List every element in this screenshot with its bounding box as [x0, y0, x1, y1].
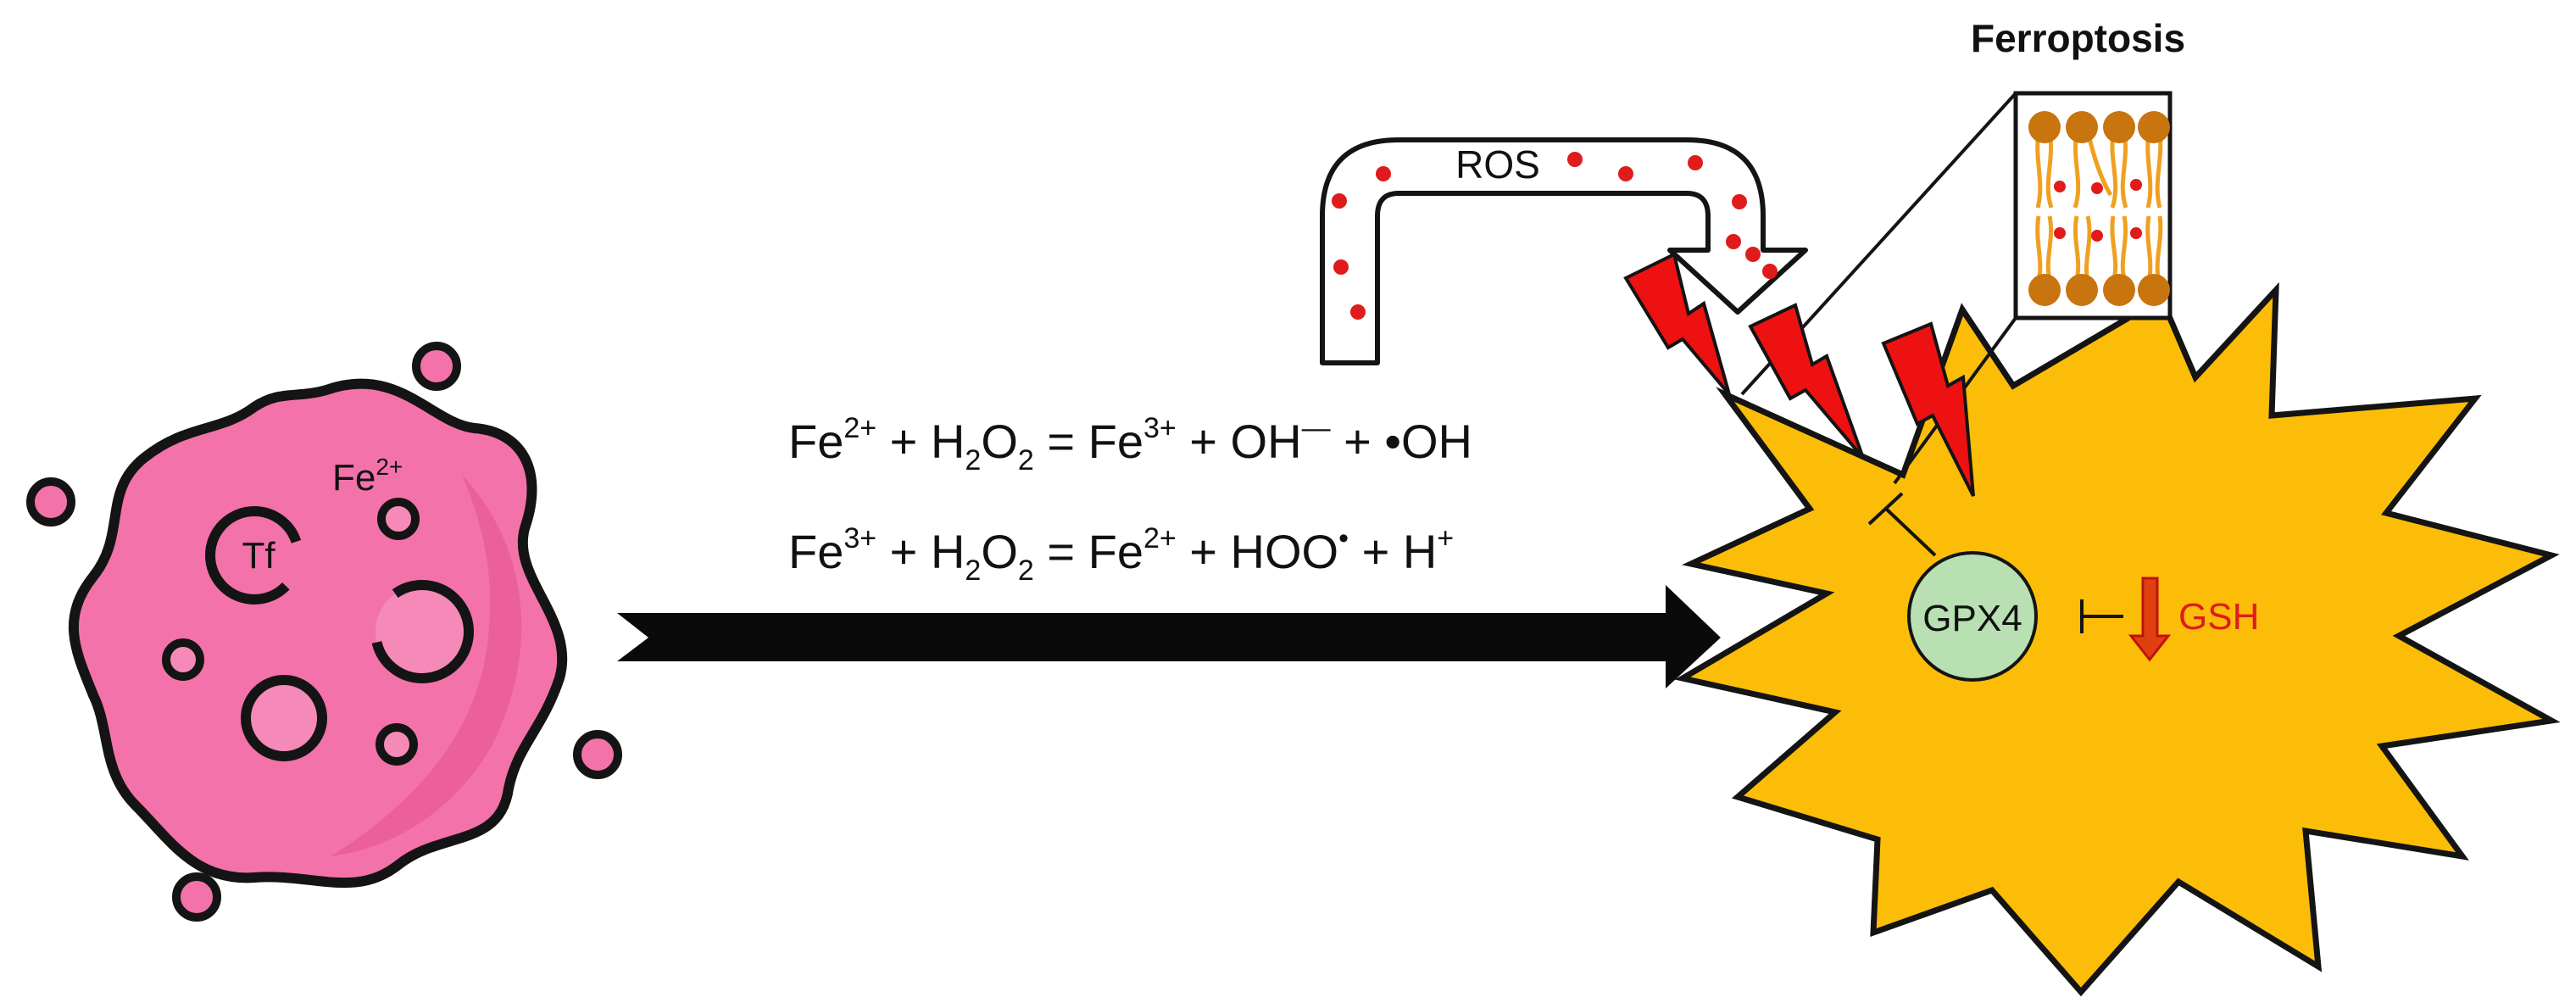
eq1-s5: —	[1301, 412, 1331, 444]
eq2-t6: + H	[1349, 525, 1438, 578]
eq2-b3: 2	[1017, 554, 1034, 587]
lipid-tail	[2035, 131, 2043, 209]
eq2-t5: + HOO	[1176, 525, 1339, 578]
lipid-head	[2028, 274, 2061, 306]
eq1-s4: 3+	[1143, 412, 1177, 444]
gpx4-inhibition	[1867, 492, 2123, 633]
eq2-t4: = Fe	[1033, 525, 1143, 578]
lipid-ros-dots	[2054, 179, 2142, 242]
gpx4-node	[1907, 551, 2038, 682]
cell-starburst	[1674, 281, 2561, 997]
fenton-equation-1: Fe2+ + H2O2 = Fe3+ + OH— + •OH	[788, 412, 1472, 475]
ros-dot	[1332, 193, 1347, 209]
lightning-bolts	[1623, 252, 1975, 497]
gsh-down-arrow-icon	[2128, 577, 2172, 662]
lipid-head	[2138, 111, 2170, 143]
eq2-s5: •	[1338, 522, 1349, 554]
ros-label: ROS	[1455, 142, 1540, 187]
lightning-bolt-icon	[1623, 252, 1731, 396]
lipid-head	[2103, 274, 2135, 306]
lipid-tail	[2035, 215, 2043, 285]
eq2-s4: 2+	[1143, 522, 1177, 554]
lipid-ros-dot	[2091, 230, 2103, 242]
lipid-head	[2138, 274, 2170, 306]
fe2-label-charge: 2+	[376, 454, 403, 480]
nanoparticle: Tf Fe2+	[26, 342, 622, 922]
lipid-tail	[2120, 131, 2128, 209]
fenton-equation-2: Fe3+ + H2O2 = Fe2+ + HOO• + H+	[788, 522, 1455, 585]
eq2-t3: O	[981, 525, 1018, 578]
eq1-t5: + OH	[1176, 415, 1302, 468]
eq2-t2: + H	[876, 525, 965, 578]
ros-dot	[1762, 264, 1778, 279]
ros-dot	[1567, 152, 1583, 167]
ros-dots	[1332, 152, 1778, 320]
lipid-head	[2028, 111, 2061, 143]
outer-dot-4	[172, 872, 221, 922]
inner-ring-3	[241, 675, 327, 761]
inner-dot-3	[376, 723, 418, 766]
lipid-head	[2066, 111, 2098, 143]
lightning-bolt-icon	[1748, 303, 1865, 460]
lipid-heads-top	[2028, 111, 2170, 143]
eq1-b2: 2	[965, 444, 982, 476]
eq2-s6: +	[1437, 522, 1455, 554]
outer-dot-1	[412, 342, 461, 391]
gpx4-label: GPX4	[1922, 598, 2022, 639]
gsh-label: GSH	[2178, 596, 2259, 638]
fe2-label: Fe2+	[332, 454, 403, 499]
lipid-tail	[2045, 131, 2054, 209]
lipid-ros-dot	[2130, 179, 2142, 191]
lipid-tail	[2145, 215, 2153, 285]
inner-ring-2	[370, 580, 474, 683]
inhibit-bar-gpx4	[1867, 492, 1904, 526]
fe2-label-base: Fe	[332, 457, 376, 499]
lipid-head	[2103, 111, 2135, 143]
lipid-heads-bottom	[2028, 274, 2170, 306]
inner-dot-2	[162, 638, 204, 681]
eq1-t2: + H	[876, 415, 965, 468]
eq1-b3: 2	[1017, 444, 1034, 476]
ros-dot	[1745, 247, 1761, 262]
eq2-t1: Fe	[788, 525, 844, 578]
lipid-ros-dot	[2054, 227, 2066, 239]
ros-dot	[1726, 234, 1741, 249]
nanoparticle-body	[69, 378, 568, 889]
main-arrow	[617, 585, 1721, 688]
lipid-head	[2066, 274, 2098, 306]
eq1-t3: O	[981, 415, 1018, 468]
lipid-tail	[2072, 131, 2081, 209]
inner-dot-1	[377, 498, 420, 540]
eq1-s1: 2+	[843, 412, 877, 444]
tf-label: Tf	[242, 535, 275, 577]
ros-dot	[1333, 259, 1349, 275]
eq1-t6: + •OH	[1330, 415, 1472, 468]
eq1-t4: = Fe	[1033, 415, 1143, 468]
outer-dot-3	[573, 730, 622, 779]
membrane-inset	[2013, 91, 2173, 320]
lipid-ros-dot	[2130, 227, 2142, 239]
inner-ring-tf	[205, 506, 303, 605]
inhibit-line-gpx4	[1884, 507, 1937, 557]
ferroptosis-title: Ferroptosis	[1971, 16, 2186, 60]
lightning-bolt-icon	[1881, 321, 1975, 497]
ros-dot	[1618, 166, 1633, 181]
lipid-ros-dot	[2054, 181, 2066, 192]
lipid-ros-dot	[2091, 182, 2103, 194]
nanoparticle-shade	[331, 475, 522, 856]
eq2-s1: 3+	[843, 522, 877, 554]
outer-dot-2	[26, 477, 75, 527]
lipid-tail	[2145, 131, 2153, 209]
ros-dot	[1732, 194, 1747, 209]
eq2-b2: 2	[965, 554, 982, 587]
ros-dot	[1350, 304, 1366, 320]
ros-arrow	[1320, 137, 1808, 365]
ros-dot	[1688, 155, 1703, 170]
ros-dot	[1376, 166, 1391, 181]
eq1-t1: Fe	[788, 415, 844, 468]
